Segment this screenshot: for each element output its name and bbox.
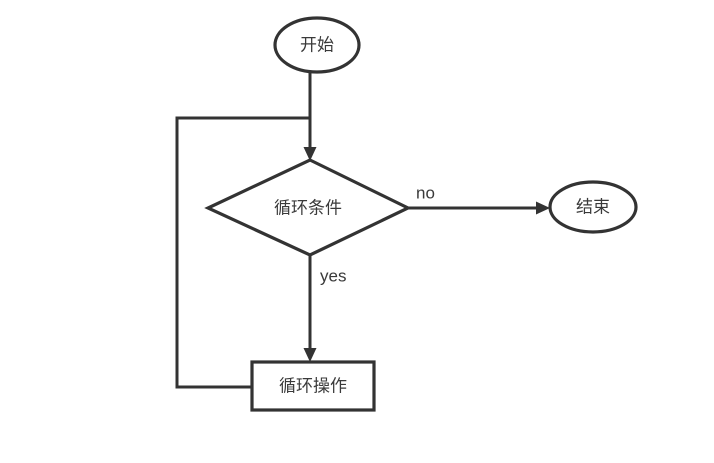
- node-condition[interactable]: 循环条件: [204, 158, 412, 257]
- start-ellipse[interactable]: [273, 16, 361, 74]
- arrowhead-right-to-end: [536, 201, 550, 215]
- end-label: 结束: [576, 197, 610, 216]
- loop-back-line: [175, 116, 310, 389]
- condition-label: 循环条件: [274, 198, 342, 217]
- edge-condition-to-end: [408, 201, 550, 215]
- arrowhead-down-to-condition: [303, 147, 317, 161]
- edge-label-yes: yes: [320, 266, 346, 285]
- edge-label-no: no: [416, 183, 435, 202]
- end-ellipse[interactable]: [548, 180, 638, 234]
- condition-diamond[interactable]: [204, 158, 412, 257]
- node-end[interactable]: 结束: [548, 180, 638, 234]
- operation-label: 循环操作: [279, 376, 347, 395]
- edge-start-to-condition: [303, 72, 317, 161]
- arrowhead-down-to-operation: [303, 348, 317, 362]
- node-operation[interactable]: 循环操作: [250, 360, 376, 412]
- operation-rectangle[interactable]: [250, 360, 376, 412]
- edge-condition-to-operation: [303, 255, 317, 362]
- node-start[interactable]: 开始: [273, 16, 361, 74]
- start-label: 开始: [300, 35, 334, 54]
- edge-operation-to-condition-loop: [175, 116, 310, 389]
